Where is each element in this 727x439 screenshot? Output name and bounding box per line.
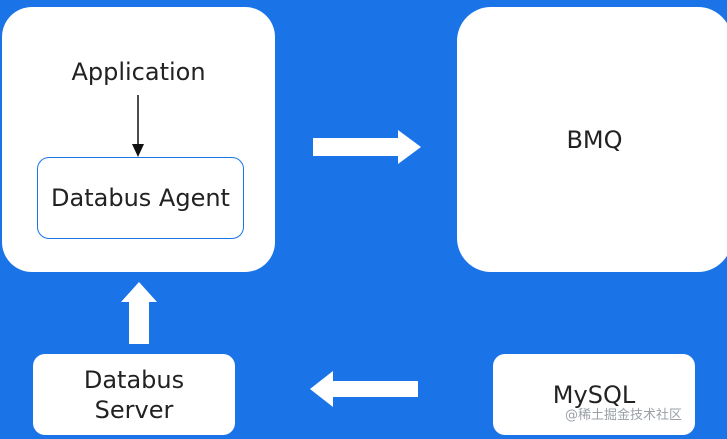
databus-server-box: Databus Server — [33, 354, 235, 435]
mysql-to-server-arrow — [310, 371, 418, 407]
watermark: @稀土掘金技术社区 — [565, 408, 683, 423]
databus-server-label-line1: Databus — [83, 365, 185, 394]
application-label: Application — [71, 58, 206, 86]
server-to-app-arrow — [121, 282, 157, 344]
databus-server-label-line2: Server — [94, 395, 174, 424]
databus-agent-box: Databus Agent — [37, 157, 244, 239]
mysql-label: MySQL — [552, 380, 636, 409]
mysql-box: MySQL — [493, 354, 695, 435]
application-container: Application Databus Agent — [2, 7, 275, 272]
bmq-box: BMQ — [457, 7, 727, 272]
databus-agent-label: Databus Agent — [51, 184, 230, 212]
bmq-label: BMQ — [566, 125, 623, 154]
app-to-bmq-arrow — [313, 130, 421, 164]
